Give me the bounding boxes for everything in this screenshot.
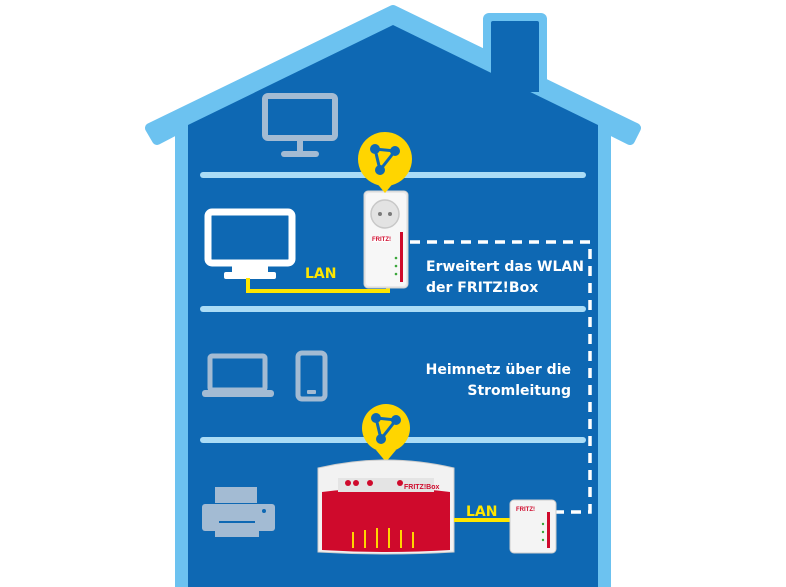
mesh-badge-icon (357, 132, 412, 193)
powerline-dashed-link (410, 240, 592, 514)
smartphone-icon (295, 350, 328, 402)
laptop-icon (202, 353, 274, 397)
printer-icon (202, 487, 275, 537)
wlan-extend-label-line2: der FRITZ!Box (426, 280, 539, 296)
lan-label-lower: LAN (466, 504, 498, 520)
adapter-brand-text: FRITZ! (516, 507, 535, 513)
lan-label-upper: LAN (305, 266, 337, 282)
mesh-badge-icon (362, 404, 410, 462)
monitor-icon (262, 93, 338, 157)
router-brand-text: FRITZ!Box (404, 484, 439, 491)
powerline-label-line2: Stromleitung (467, 383, 571, 399)
powerline-label-line1: Heimnetz über die (425, 362, 571, 378)
tv-icon (204, 208, 296, 279)
powerline-adapter-small (509, 499, 557, 554)
powerline-brand-text: FRITZ! (372, 237, 391, 243)
wlan-extend-label-line1: Erweitert das WLAN (426, 259, 584, 275)
fritzbox-router (317, 459, 455, 555)
